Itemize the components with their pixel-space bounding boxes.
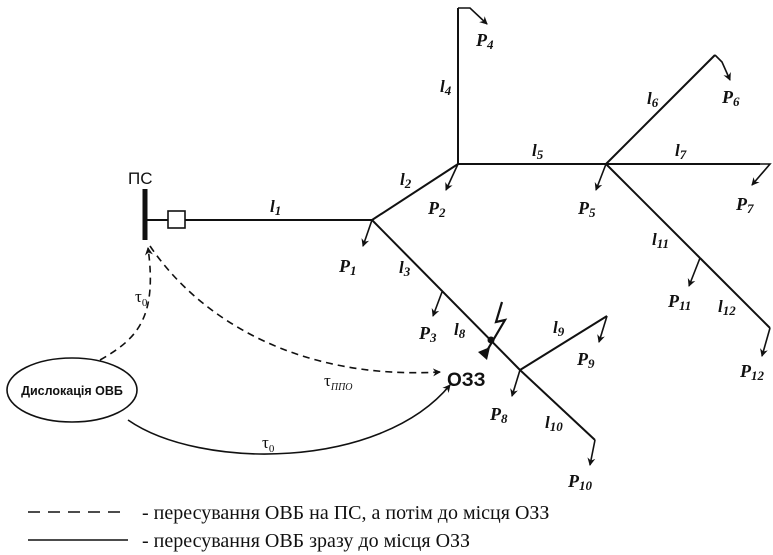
tau-labels: τ0 τППО τ0	[135, 287, 353, 455]
lightning-icon	[484, 301, 508, 355]
fault-symbol	[478, 301, 508, 360]
load-arrow-p6	[714, 54, 731, 81]
line-l10	[519, 369, 596, 441]
fault-point	[487, 336, 495, 344]
label-p12: P12	[739, 361, 765, 383]
label-l10: l10	[545, 413, 563, 434]
load-arrow-p12	[760, 327, 771, 357]
line-l6	[605, 54, 716, 165]
label-p9: P9	[576, 349, 595, 371]
travel-paths	[99, 245, 451, 455]
line-l11	[605, 163, 701, 259]
load-arrow-p8	[510, 369, 521, 397]
network-lines	[185, 8, 771, 441]
tau-0-solid-label: τ0	[262, 433, 275, 455]
fault-label: ОЗЗ	[447, 370, 486, 391]
load-arrow-p7	[751, 163, 772, 186]
dispatch-ellipse	[6, 357, 138, 423]
dispatch-label: Дислокація ОВБ	[21, 384, 123, 398]
substation: ПС	[128, 169, 186, 240]
label-p2: P2	[427, 198, 446, 220]
label-p11: P11	[667, 291, 691, 313]
label-l9: l9	[553, 318, 565, 339]
path-substation-to-fault	[149, 245, 441, 377]
path-dispatch-to-fault	[127, 384, 451, 455]
load-arrow-p2	[445, 163, 459, 191]
label-l1: l1	[270, 197, 281, 218]
legend: - пересування ОВБ на ПС, а потім до місц…	[28, 502, 549, 552]
label-p3: P3	[418, 323, 437, 345]
label-l6: l6	[647, 89, 659, 110]
line-l2	[371, 163, 459, 221]
line-labels: l1 l2 l3 l4 l5 l6 l7 l8 l9 l10 l11 l12	[270, 77, 736, 434]
label-l2: l2	[400, 170, 412, 191]
label-l7: l7	[675, 141, 687, 162]
load-arrow-p1	[361, 219, 373, 247]
label-l3: l3	[399, 258, 411, 279]
tau-0-dashed-label: τ0	[135, 287, 148, 309]
label-l4: l4	[440, 77, 452, 98]
label-p1: P1	[338, 256, 357, 278]
label-l12: l12	[718, 297, 736, 318]
legend-solid-text: - пересування ОВБ зразу до місця ОЗЗ	[142, 530, 470, 552]
label-p4: P4	[475, 30, 494, 52]
label-l11: l11	[652, 230, 669, 251]
load-arrow-p3	[431, 291, 443, 317]
load-arrows	[361, 7, 772, 466]
line-l3-l8	[371, 219, 521, 371]
load-arrow-p10	[587, 439, 596, 466]
label-p7: P7	[735, 194, 754, 216]
load-arrow-p9	[597, 315, 608, 343]
label-p6: P6	[721, 87, 740, 109]
label-p5: P5	[577, 198, 596, 220]
line-l9	[519, 315, 608, 371]
load-arrow-p11	[687, 257, 701, 287]
lightning-arrowhead	[478, 347, 490, 360]
legend-dashed-text: - пересування ОВБ на ПС, а потім до місц…	[142, 502, 549, 524]
dispatch-node: Дислокація ОВБ	[6, 357, 138, 423]
tau-ppo-label: τППО	[324, 371, 353, 393]
line-l12	[699, 257, 771, 329]
substation-label: ПС	[128, 169, 153, 188]
label-p10: P10	[567, 471, 593, 493]
label-l5: l5	[532, 141, 544, 162]
load-arrow-p5	[594, 163, 607, 191]
load-arrow-p4	[458, 7, 488, 25]
path-dispatch-to-substation	[99, 247, 153, 361]
load-labels: P1 P2 P3 P4 P5 P6 P7 P8 P9 P10 P11 P12	[338, 30, 765, 493]
label-l8: l8	[454, 320, 466, 341]
breaker-box	[167, 210, 186, 229]
label-p8: P8	[489, 404, 508, 426]
